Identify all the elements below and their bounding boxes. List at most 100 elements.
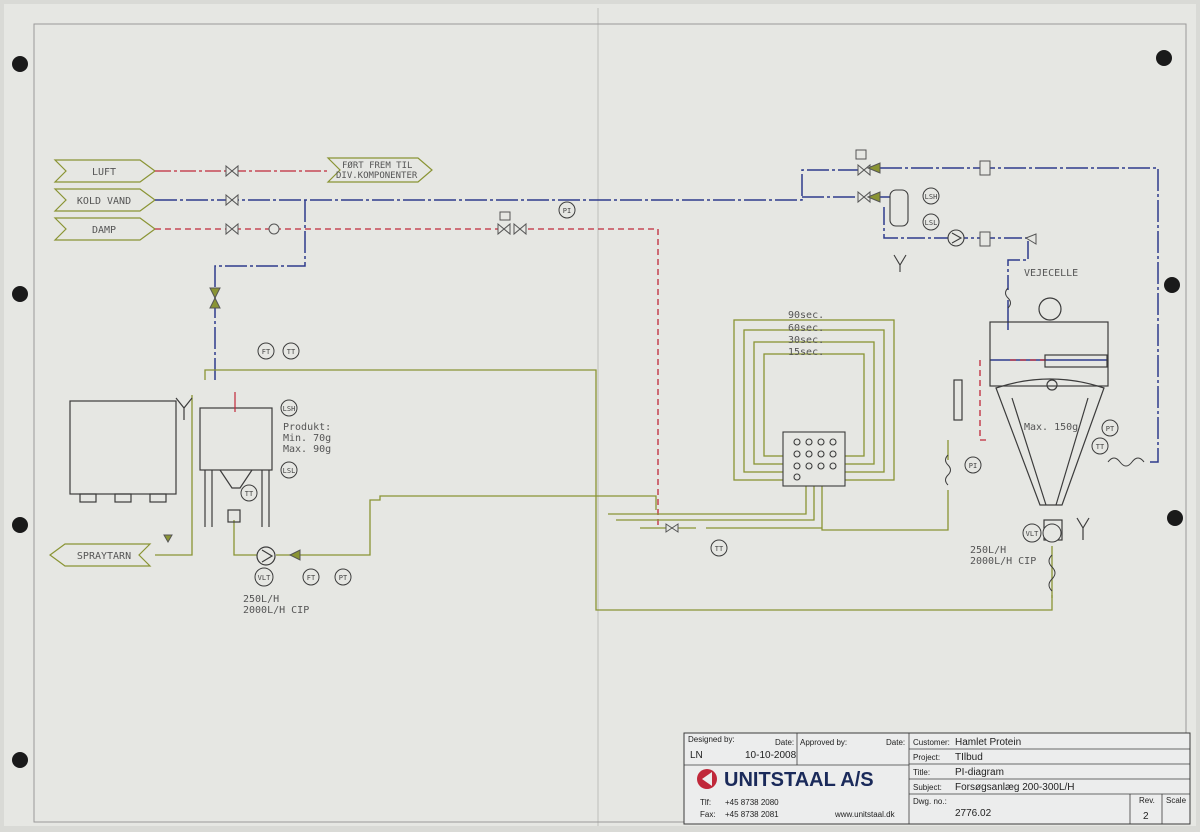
scale-label: Scale xyxy=(1166,796,1187,805)
product-top-loop xyxy=(204,369,1053,611)
binder-hole xyxy=(12,56,28,72)
company-name: UNITSTAAL A/S xyxy=(724,769,874,791)
binder-hole xyxy=(1167,510,1183,526)
hx-port xyxy=(829,450,837,458)
valves xyxy=(163,149,1037,561)
level-glass xyxy=(953,379,963,421)
svg-text:PI: PI xyxy=(563,207,571,215)
svg-text:FT: FT xyxy=(307,574,316,582)
project-label: Project: xyxy=(913,753,940,762)
return-flow-line1: 250L/H xyxy=(970,545,1006,556)
separator-inner xyxy=(1011,397,1089,506)
dwg-value: 2776.02 xyxy=(955,808,992,819)
instrument-ft-feed: FT xyxy=(302,568,320,586)
instrument-lsl-vessel: LSL xyxy=(922,213,940,231)
binder-hole xyxy=(12,752,28,768)
svg-text:VLT: VLT xyxy=(1026,530,1039,538)
instrument-tt-separator: TT xyxy=(1091,437,1109,455)
hx-body xyxy=(782,431,846,487)
return-pump xyxy=(1042,523,1062,543)
tank-outlet xyxy=(227,509,241,523)
steam-trap xyxy=(268,223,280,235)
outlet-spraytarn: SPRAYTARN xyxy=(48,543,152,567)
valve-hx xyxy=(665,523,679,533)
container-pallet xyxy=(69,397,193,503)
separator-motor xyxy=(1038,297,1062,321)
company-logo: UNITSTAAL A/S xyxy=(697,769,874,791)
hx-port xyxy=(805,450,813,458)
destination-tag-shape xyxy=(326,157,433,183)
approved-by-label: Approved by: xyxy=(800,738,847,747)
destination-line2: DIV.KOMPONENTER xyxy=(336,171,418,181)
title-block-frame xyxy=(683,732,1191,825)
actuator-steam xyxy=(499,211,511,221)
holding-15-label: 15sec. xyxy=(788,347,824,358)
water-loop xyxy=(883,207,1029,290)
valve-tank-inlet xyxy=(209,287,221,309)
check-valve-2 xyxy=(866,191,881,203)
svg-text:PI: PI xyxy=(969,462,977,470)
customer-label: Customer: xyxy=(913,738,950,747)
hx-port xyxy=(829,438,837,446)
valve-steam xyxy=(225,222,239,236)
check-valve-feed xyxy=(288,549,301,561)
separator-top xyxy=(989,321,1109,387)
rev-label: Rev. xyxy=(1139,796,1155,805)
instrument-tt-tank: TT xyxy=(240,484,258,502)
product-to-spray xyxy=(155,395,193,556)
hx-port xyxy=(805,438,813,446)
title-block: Designed by: Date: LN 10-10-2008 Approve… xyxy=(683,732,1191,825)
svg-text:TT: TT xyxy=(715,545,724,553)
instrument-vlt-feed: VLT xyxy=(254,567,274,587)
hx-port xyxy=(793,473,801,481)
return-flow-line2: 2000L/H CIP xyxy=(970,556,1036,567)
feed-pump-arrow xyxy=(261,549,274,563)
fax-value: +45 8738 2081 xyxy=(725,810,779,819)
inlet-luft-tag xyxy=(53,159,157,183)
svg-text:VLT: VLT xyxy=(258,574,271,582)
binder-hole xyxy=(1156,50,1172,66)
tank-min-label: Min. 70g xyxy=(283,433,331,444)
svg-text:TT: TT xyxy=(287,348,296,356)
heat-exchanger xyxy=(782,431,846,487)
hx-port xyxy=(805,462,813,470)
filter-loop xyxy=(979,231,991,247)
feed-flow-line2: 2000L/H CIP xyxy=(243,605,309,616)
valve-water-2 xyxy=(857,190,871,204)
inlet-damp-label: DAMP xyxy=(92,225,116,236)
svg-text:TT: TT xyxy=(1096,443,1105,451)
svg-text:LSL: LSL xyxy=(925,219,938,227)
destination-tag: FØRT FREM TIL DIV.KOMPONENTER xyxy=(326,157,433,183)
hose-separator-left xyxy=(945,454,951,486)
tlf-value: +45 8738 2080 xyxy=(725,798,779,807)
hose-return xyxy=(1048,554,1056,592)
binder-hole xyxy=(12,517,28,533)
valve-steam-control xyxy=(497,222,527,236)
subject-value: Forsøgsanlæg 200-300L/H xyxy=(955,782,1075,793)
hx-port xyxy=(793,438,801,446)
inlet-kold-vand: KOLD VAND xyxy=(53,188,157,212)
water-top-run xyxy=(880,167,1159,463)
instrument-tt-top: TT xyxy=(282,342,300,360)
inlet-kold-vand-tag xyxy=(53,188,157,212)
destination-line1: FØRT FREM TIL xyxy=(342,160,412,171)
pallet-foot xyxy=(149,493,167,503)
tank-max-label: Max. 90g xyxy=(283,444,331,455)
tank-body xyxy=(199,407,273,471)
binder-hole xyxy=(1164,277,1180,293)
svg-text:TT: TT xyxy=(245,490,254,498)
circ-pump xyxy=(947,229,965,247)
filter-top xyxy=(979,160,991,176)
designed-by-value: LN xyxy=(690,750,703,761)
title-value: PI-diagram xyxy=(955,767,1004,778)
hx-port xyxy=(793,462,801,470)
product-feed xyxy=(233,520,258,556)
valve-water-top xyxy=(857,163,871,177)
instrument-vlt-return: VLT xyxy=(1022,523,1042,543)
separator: Max. 150g 250L/H 2000L/H CIP xyxy=(953,297,1109,567)
hx-port xyxy=(817,462,825,470)
inlet-damp-tag xyxy=(53,217,157,241)
instrument-lsh-vessel: LSH xyxy=(922,187,940,205)
hx-port xyxy=(793,450,801,458)
